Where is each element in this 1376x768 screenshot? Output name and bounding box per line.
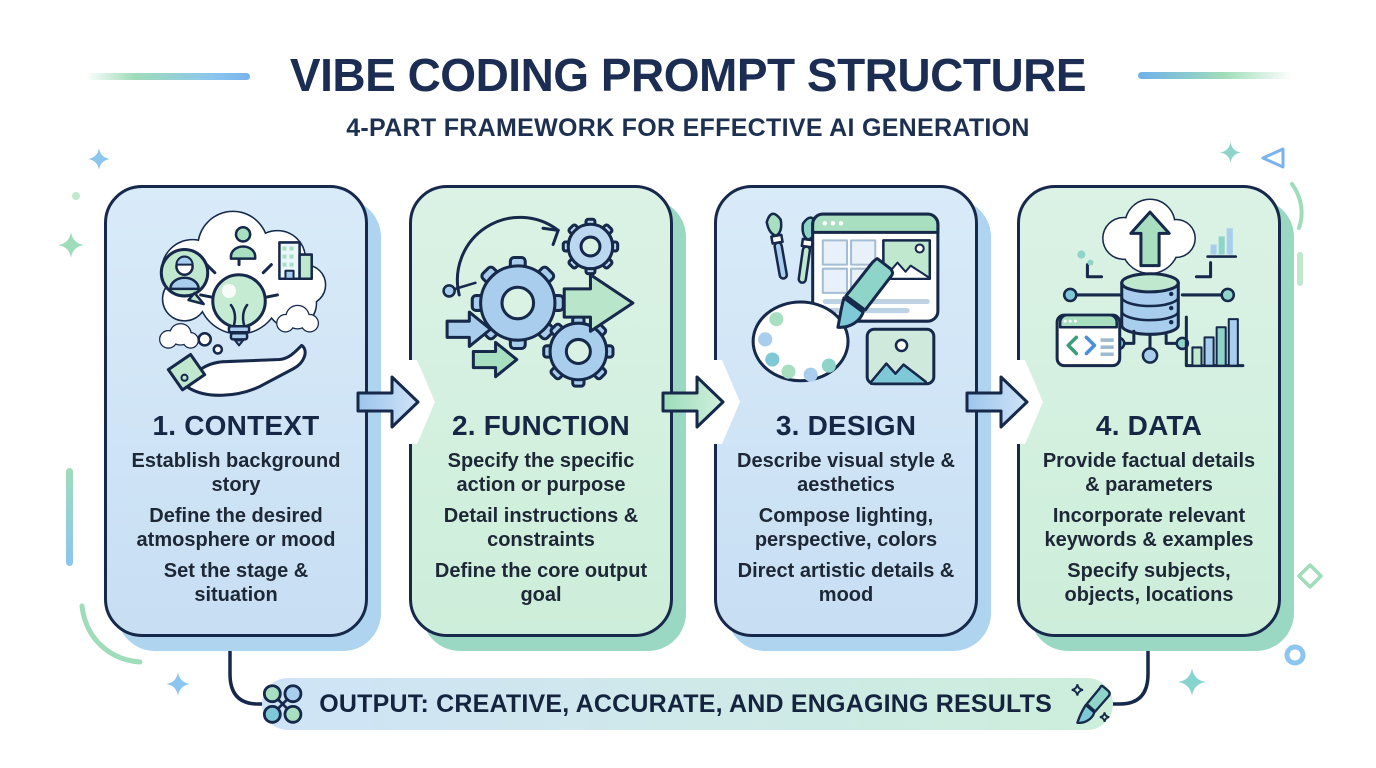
context-icon — [130, 198, 342, 406]
card-line: Direct artistic details & mood — [737, 560, 955, 606]
gradient-line-decoration — [1138, 72, 1293, 79]
card-line: Provide factual details & parameters — [1042, 450, 1256, 496]
card-heading: 1. CONTEXT — [152, 410, 320, 441]
output-bar: OUTPUT: CREATIVE, ACCURATE, AND ENGAGING… — [262, 678, 1113, 730]
arc-decoration — [1290, 182, 1304, 230]
card-line: Specify the specific action or purpose — [447, 450, 635, 496]
data-icon — [1043, 198, 1255, 406]
header: VIBE CODING PROMPT STRUCTURE 4-PART FRAM… — [0, 48, 1376, 143]
paintbrush-sparkles-icon — [1071, 684, 1111, 725]
card-description: Describe visual style & aesthetics Compo… — [717, 449, 975, 607]
card-line: Describe visual style & aesthetics — [737, 450, 955, 496]
card-function: 2. FUNCTION Specify the specific action … — [409, 185, 673, 637]
card-line: Define the core output goal — [434, 560, 648, 606]
output-label: OUTPUT: CREATIVE, ACCURATE, AND ENGAGING… — [319, 689, 1053, 718]
sparkle-icon — [1178, 668, 1206, 696]
card-line: Detail instructions & constraints — [443, 505, 639, 551]
card-line: Establish background story — [131, 450, 341, 496]
card-line: Set the stage & situation — [163, 560, 309, 606]
function-icon — [435, 198, 647, 406]
sparkle-icon — [1220, 142, 1241, 163]
flow-arrow-right-icon — [965, 375, 1029, 429]
sparkle-icon — [166, 672, 190, 696]
sparkle-icon — [88, 148, 110, 170]
card-line: Define the desired atmosphere or mood — [136, 505, 336, 551]
flow-arrow-right-icon — [661, 375, 725, 429]
card-data: 4. DATA Provide factual details & parame… — [1017, 185, 1281, 637]
arc-decoration — [79, 603, 143, 665]
page-subtitle: 4-PART FRAMEWORK FOR EFFECTIVE AI GENERA… — [346, 114, 1030, 142]
card-line: Specify subjects, objects, locations — [1064, 560, 1234, 606]
card-context: 1. CONTEXT Establish background story De… — [104, 185, 368, 637]
page-title: VIBE CODING PROMPT STRUCTURE — [289, 49, 1087, 101]
card-heading: 4. DATA — [1095, 410, 1203, 441]
card-description: Specify the specific action or purpose D… — [412, 449, 670, 607]
design-icon — [740, 198, 952, 406]
dot-decoration — [72, 192, 80, 200]
diamond-icon — [1297, 563, 1323, 589]
gradient-line-decoration — [66, 468, 73, 566]
nodes-network-icon — [262, 684, 303, 724]
circle-icon — [1284, 644, 1306, 666]
card-design: 3. DESIGN Describe visual style & aesthe… — [714, 185, 978, 637]
card-heading: 3. DESIGN — [775, 410, 917, 441]
dash-decoration — [1297, 252, 1303, 286]
gradient-line-decoration — [85, 73, 250, 80]
flow-arrow-right-icon — [356, 375, 420, 429]
triangle-icon — [1261, 147, 1285, 169]
card-description: Provide factual details & parameters Inc… — [1020, 449, 1278, 607]
sparkle-icon — [58, 232, 84, 258]
card-line: Compose lighting, perspective, colors — [754, 505, 938, 551]
card-heading: 2. FUNCTION — [452, 410, 630, 441]
card-description: Establish background story Define the de… — [107, 449, 365, 607]
card-line: Incorporate relevant keywords & examples — [1044, 505, 1254, 551]
